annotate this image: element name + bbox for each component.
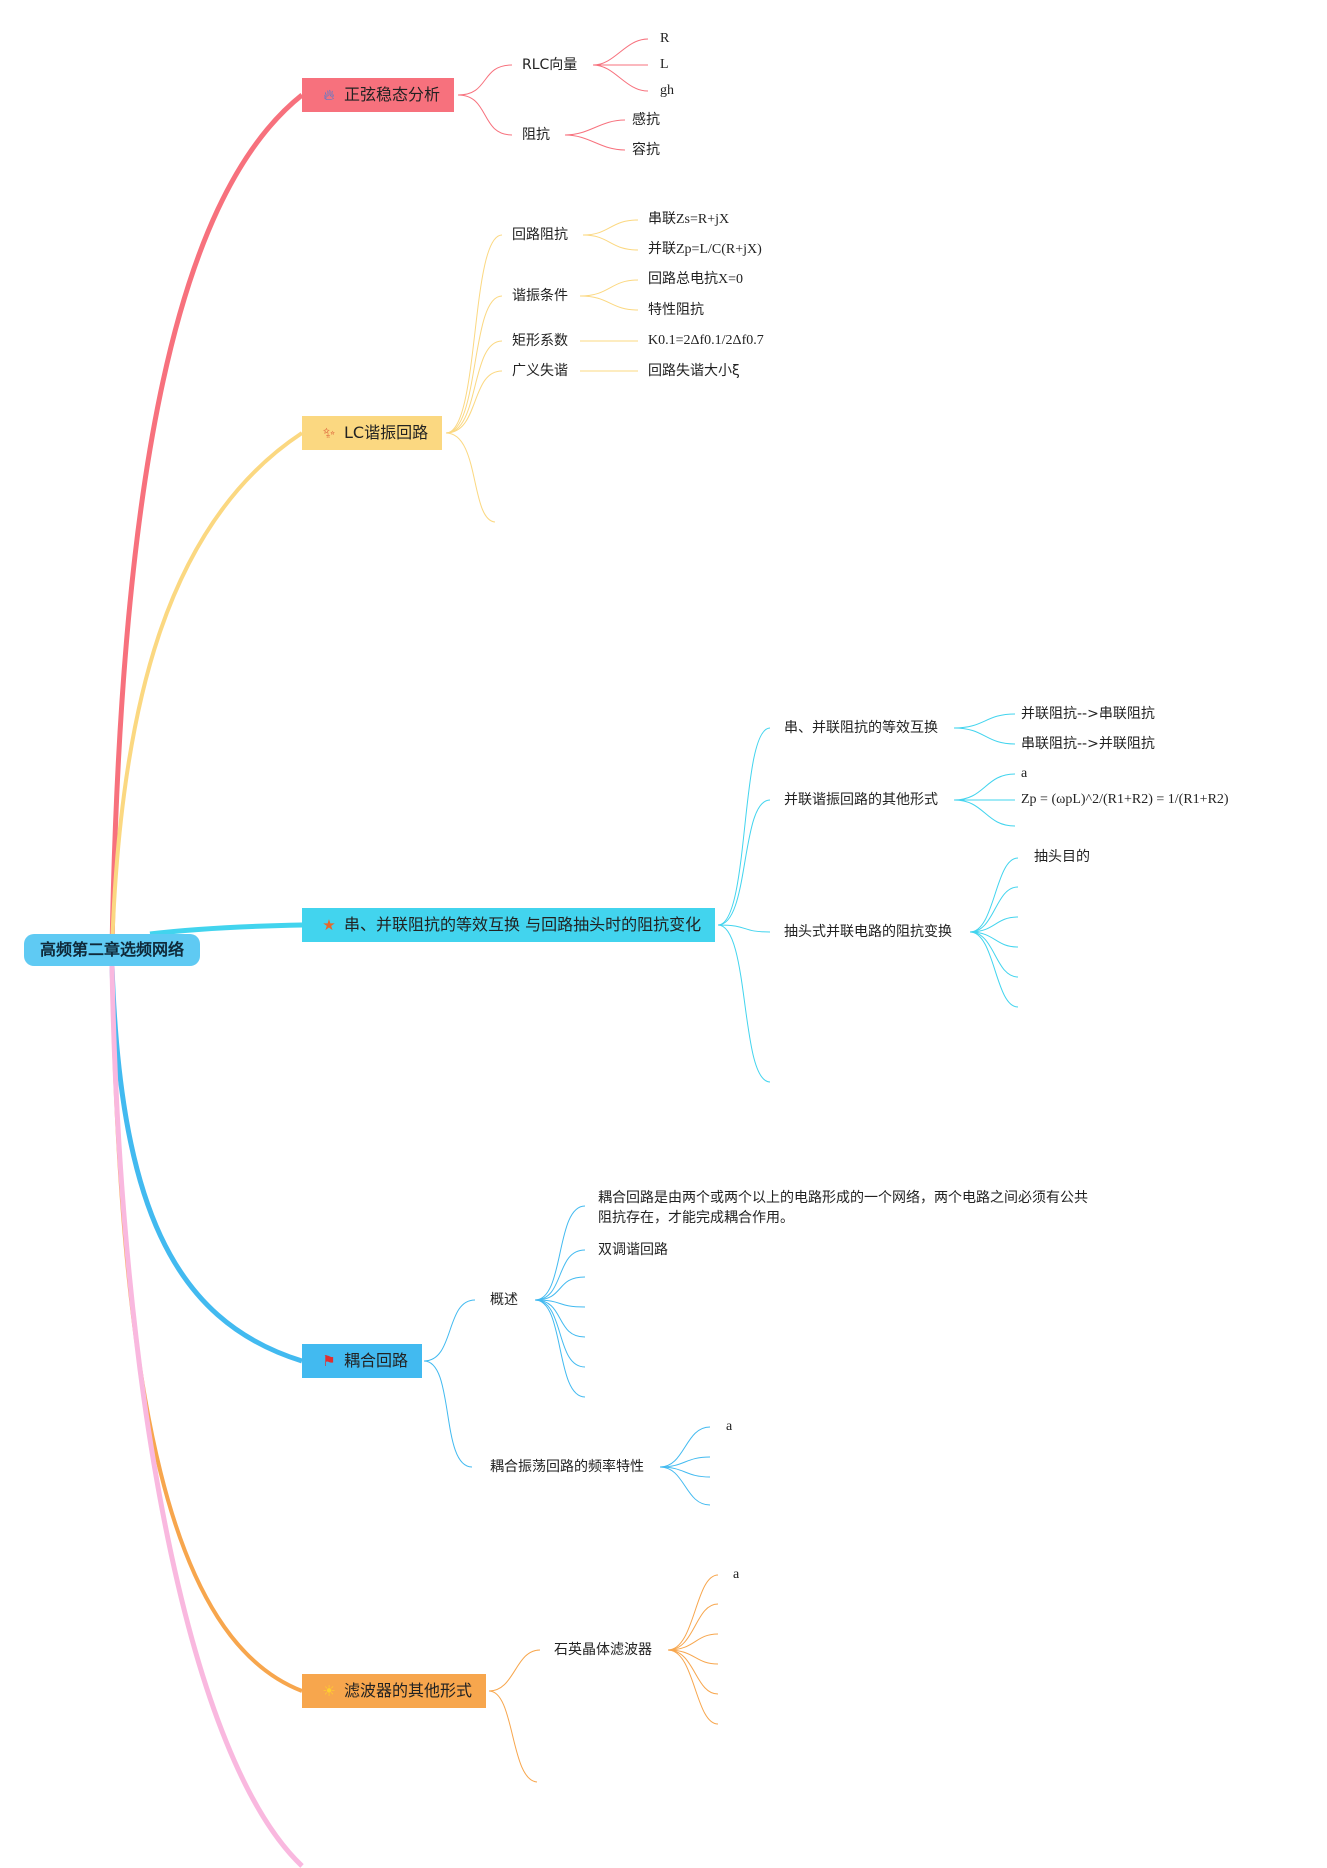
node-gh[interactable]: gh [660,83,674,98]
node-rect-coefficient[interactable]: 矩形系数 [512,333,568,349]
branch-label: 正弦稳态分析 [344,85,441,104]
node-r[interactable]: R [660,31,670,46]
sparkle-icon: ✨︎ [322,424,336,442]
node-loop-impedance[interactable]: 回路阻抗 [512,227,568,243]
flag-icon: ⚑ [322,1352,336,1370]
branch-label: 串、并联阻抗的等效互换 与回路抽头时的阻抗变化 [344,915,702,934]
node-tap-purpose[interactable]: 抽头目的 [1034,849,1090,865]
node-double-tuned[interactable]: 双调谐回路 [598,1242,668,1258]
node-parallel-to-series[interactable]: 并联阻抗-->串联阻抗 [1021,706,1155,722]
branch-sine-analysis[interactable]: 🔥︎ 正弦稳态分析 [302,78,455,112]
node-rlc-vector[interactable]: RLC向量 [522,57,578,73]
node-capacitive[interactable]: 容抗 [632,142,660,158]
node-tap-transform[interactable]: 抽头式并联电路的阻抗变换 [784,924,952,940]
node-zp-formula[interactable]: Zp = (ωpL)^2/(R1+R2) = 1/(R1+R2) [1021,792,1229,807]
node-general-detune[interactable]: 广义失谐 [512,363,568,379]
node-char-impedance[interactable]: 特性阻抗 [648,302,704,318]
branch-label: LC谐振回路 [344,423,429,442]
branch-lc-resonance[interactable]: ✨︎ LC谐振回路 [302,416,443,450]
node-total-reactance[interactable]: 回路总电抗X=0 [648,272,744,287]
fire-icon: 🔥︎ [323,86,335,104]
branch-coupled-circuit[interactable]: ⚑ 耦合回路 [302,1344,423,1378]
node-freq-char-a[interactable]: a [726,1419,733,1434]
node-impedance[interactable]: 阻抗 [522,127,550,143]
branch-label: 滤波器的其他形式 [344,1681,473,1700]
node-other-forms[interactable]: 并联谐振回路的其他形式 [784,792,938,808]
node-series-to-parallel[interactable]: 串联阻抗-->并联阻抗 [1021,736,1155,752]
node-l[interactable]: L [660,57,669,72]
branch-label: 耦合回路 [344,1351,409,1370]
branch-filter-forms[interactable]: ☀ 滤波器的其他形式 [302,1674,487,1708]
node-series-z[interactable]: 串联Zs=R+jX [648,212,730,227]
star-icon: ★ [322,916,336,934]
node-detune-size[interactable]: 回路失谐大小ξ [648,363,740,379]
sun-icon: ☀ [322,1682,336,1700]
node-other-forms-a[interactable]: a [1021,766,1028,781]
branch-impedance-transform[interactable]: ★ 串、并联阻抗的等效互换 与回路抽头时的阻抗变化 [302,908,716,942]
node-freq-characteristic[interactable]: 耦合振荡回路的频率特性 [490,1459,644,1475]
node-quartz-a[interactable]: a [733,1567,740,1582]
node-k01[interactable]: K0.1=2Δf0.1/2Δf0.7 [648,333,764,348]
node-parallel-z[interactable]: 并联Zp=L/C(R+jX) [648,242,762,257]
root-topic[interactable]: 高频第二章选频网络 [24,934,200,966]
node-resonance-condition[interactable]: 谐振条件 [512,288,568,304]
node-coupled-definition[interactable]: 耦合回路是由两个或两个以上的电路形成的一个网络，两个电路之间必须有公共阻抗存在，… [598,1190,1088,1226]
node-inductive[interactable]: 感抗 [632,112,660,128]
node-overview[interactable]: 概述 [490,1292,518,1308]
node-quartz-filter[interactable]: 石英晶体滤波器 [554,1642,652,1658]
node-equiv-transform[interactable]: 串、并联阻抗的等效互换 [784,720,938,736]
